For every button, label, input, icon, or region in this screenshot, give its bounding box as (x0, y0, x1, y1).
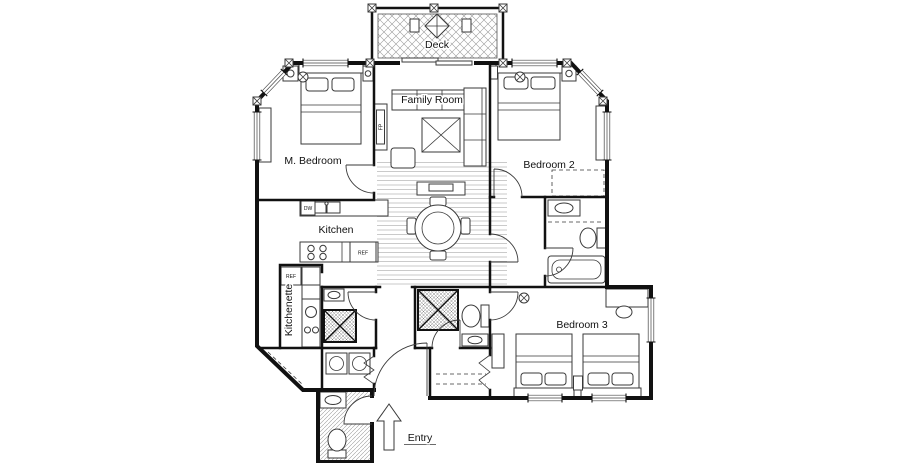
shower-icon (417, 289, 459, 331)
kitchenette-label: Kitchenette (283, 284, 295, 337)
deck-table-and-chairs (409, 13, 472, 39)
kitchenette-fixtures (280, 266, 321, 348)
dining-table (406, 196, 471, 261)
bedroom2-bed (495, 63, 563, 141)
window (302, 58, 349, 68)
refrigerator-label: REF (358, 251, 368, 257)
window (511, 58, 558, 68)
bathtub-icon (547, 255, 606, 284)
bedroom2-wardrobe (551, 169, 605, 197)
bedroom3-desk (605, 288, 649, 319)
kitchen-label: Kitchen (318, 224, 353, 236)
bedroom3-beds (513, 333, 642, 398)
window (646, 297, 656, 343)
bedroom2-label: Bedroom 2 (523, 159, 575, 171)
window (252, 111, 262, 161)
kitchenette-refrigerator-label: REF (286, 274, 296, 280)
light-icon (514, 71, 526, 83)
hall-bath-a (323, 288, 357, 343)
dishwasher-label: DW (304, 206, 313, 212)
bedroom3-label: Bedroom 3 (556, 319, 608, 331)
shower-icon (323, 309, 357, 343)
bedroom3-dresser (491, 333, 505, 369)
refrigerator (349, 241, 377, 263)
entry-arrow-icon (376, 403, 402, 451)
interior-walls (255, 61, 609, 400)
tv-console (416, 181, 466, 196)
window (576, 68, 604, 97)
m-bedroom-label: M. Bedroom (284, 155, 341, 167)
hall-bath-b (417, 289, 490, 347)
window (602, 111, 612, 161)
windows (252, 58, 656, 403)
kitchen-counter (299, 199, 389, 217)
toilet-icon (579, 227, 607, 249)
toilet-icon (461, 304, 490, 328)
bedroom3-closet-rod (436, 373, 486, 385)
window (527, 393, 563, 403)
toilet-icon (327, 428, 347, 459)
armchair (390, 147, 416, 169)
entry-marker (376, 403, 436, 451)
light-icon (518, 292, 530, 304)
family-room-label: Family Room (401, 94, 463, 106)
master-dresser (258, 107, 272, 163)
master-bed (298, 63, 364, 145)
kitchen-island (299, 241, 379, 263)
family-room-sofa (391, 87, 487, 167)
ceiling-light-icons (297, 71, 530, 304)
light-icon (297, 71, 309, 83)
bedroom2-bath (547, 199, 607, 284)
entry-closet-rod (267, 351, 303, 385)
sliding-glass-door (400, 57, 474, 67)
window (591, 393, 627, 403)
window (260, 68, 288, 97)
deck-label: Deck (425, 39, 450, 51)
wall-posts (252, 3, 608, 106)
fireplace (373, 103, 388, 151)
laundry-appliances (325, 352, 371, 375)
fireplace-label: FP (379, 123, 385, 130)
coffee-table (421, 117, 461, 153)
bifold-doors (363, 354, 491, 391)
door-swings (343, 164, 574, 425)
entry-label: Entry (408, 432, 433, 444)
